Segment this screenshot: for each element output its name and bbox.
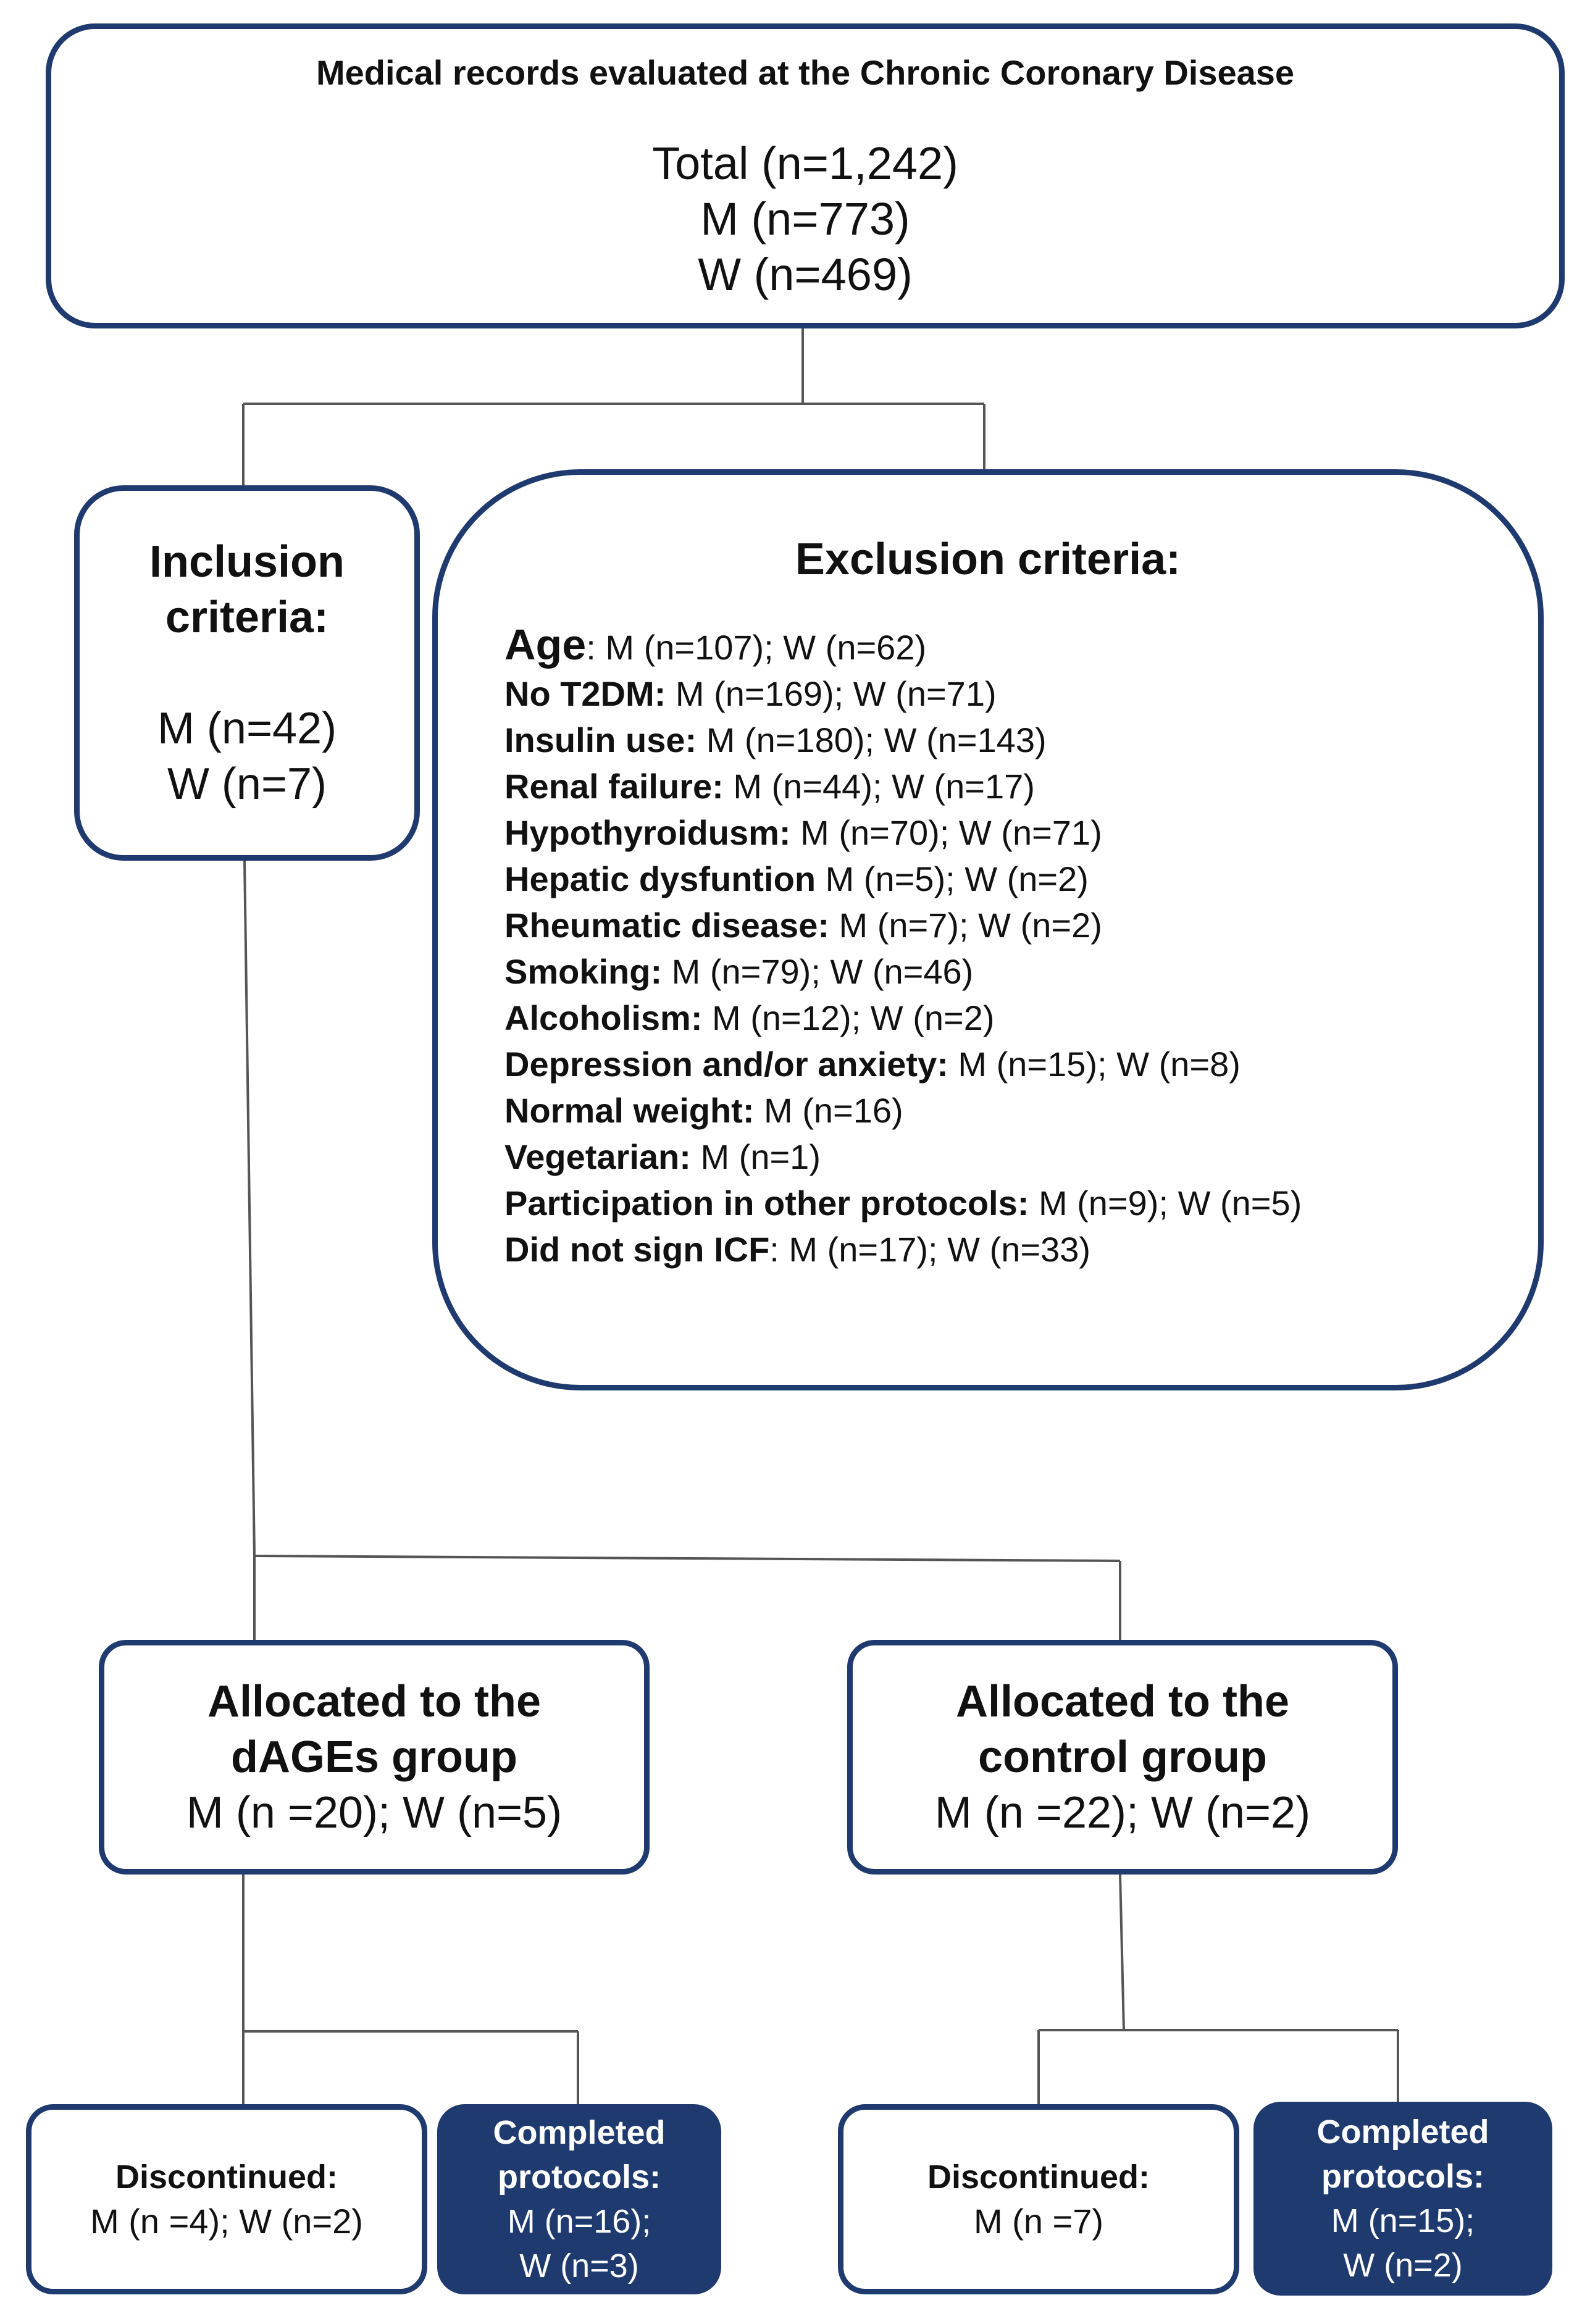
exclusion-item-value: M (n=16) (754, 1091, 903, 1130)
exclusion-item: Insulin use: M (n=180); W (n=143) (504, 717, 1047, 763)
exclusion-item-label: Normal weight: (504, 1091, 755, 1130)
exclusion-item-label: Insulin use: (504, 721, 697, 759)
dages-discontinued-count: M (n =4); W (n=2) (90, 2202, 363, 2241)
exclusion-item-value: M (n=44); W (n=17) (723, 767, 1035, 806)
exclusion-item-label: Did not sign ICF (504, 1230, 770, 1269)
exclusion-item-value: : M (n=107); W (n=62) (586, 628, 927, 667)
dages-title-line-1: Allocated to the (207, 1677, 542, 1726)
exclusion-item-label: Hypothyroidusm: (504, 813, 791, 852)
exclusion-item: Renal failure: M (n=44); W (n=17) (504, 763, 1035, 809)
exclusion-item: Vegetarian: M (n=1) (504, 1134, 821, 1180)
records-total: Total (n=1,242) (652, 138, 958, 189)
exclusion-item-value: M (n=15); W (n=8) (948, 1045, 1241, 1084)
control-discontinued-box: Discontinued: M (n =7) (838, 2104, 1239, 2294)
dages-discontinued-title: Discontinued: (115, 2159, 338, 2196)
dages-completed-men: M (n=16); (507, 2203, 651, 2240)
control-completed-men: M (n=15); (1331, 2202, 1475, 2239)
exclusion-item: Hepatic dysfuntion M (n=5); W (n=2) (504, 856, 1089, 902)
dages-completed-title-line-1: Completed (493, 2114, 666, 2151)
exclusion-item-value: M (n=79); W (n=46) (662, 952, 974, 991)
exclusion-item-label: Alcoholism: (504, 998, 703, 1037)
exclusion-item-label: Hepatic dysfuntion (504, 859, 816, 898)
exclusion-box: Exclusion criteria: Age: M (n=107); W (n… (432, 469, 1544, 1390)
dages-completed-box: Completed protocols: M (n=16); W (n=3) (437, 2104, 721, 2294)
control-completed-women: W (n=2) (1343, 2247, 1463, 2284)
inclusion-title-line-2: criteria: (165, 593, 329, 642)
exclusion-item-value: : M (n=17); W (n=33) (769, 1230, 1091, 1269)
inclusion-box: Inclusion criteria: M (n=42) W (n=7) (74, 485, 420, 861)
control-completed-title-line-1: Completed (1316, 2113, 1489, 2151)
exclusion-item-value: M (n=7); W (n=2) (829, 906, 1102, 945)
control-group-box: Allocated to the control group M (n =22)… (847, 1640, 1398, 1875)
exclusion-item-label: Age (504, 621, 587, 669)
exclusion-item-label: Participation in other protocols: (504, 1184, 1029, 1223)
control-completed-box: Completed protocols: M (n=15); W (n=2) (1253, 2102, 1552, 2296)
exclusion-item-label: Rheumatic disease: (504, 906, 829, 945)
dages-discontinued-box: Discontinued: M (n =4); W (n=2) (26, 2104, 427, 2294)
exclusion-item: Alcoholism: M (n=12); W (n=2) (504, 995, 995, 1041)
exclusion-item: Participation in other protocols: M (n=9… (504, 1180, 1302, 1226)
exclusion-item-value: M (n=1) (690, 1137, 821, 1176)
control-discontinued-count: M (n =7) (973, 2202, 1104, 2241)
exclusion-item-label: Renal failure: (504, 767, 724, 806)
dages-title-line-2: dAGEs group (231, 1733, 517, 1782)
inclusion-men: M (n=42) (157, 704, 337, 753)
exclusion-item: Hypothyroidusm: M (n=70); W (n=71) (504, 809, 1102, 856)
dages-completed-women: W (n=3) (519, 2247, 639, 2284)
exclusion-item: No T2DM: M (n=169); W (n=71) (504, 671, 997, 717)
records-men: M (n=773) (700, 193, 910, 245)
control-count: M (n =22); W (n=2) (934, 1788, 1311, 1837)
dages-count: M (n =20); W (n=5) (186, 1788, 563, 1837)
inclusion-title-line-1: Inclusion (149, 537, 345, 587)
control-discontinued-title: Discontinued: (927, 2159, 1150, 2196)
exclusion-item-value: M (n=180); W (n=143) (697, 721, 1047, 759)
exclusion-item-value: M (n=5); W (n=2) (816, 859, 1089, 898)
exclusion-item-label: Vegetarian: (504, 1137, 691, 1176)
exclusion-item: Depression and/or anxiety: M (n=15); W (… (504, 1041, 1241, 1087)
records-women: W (n=469) (698, 249, 913, 300)
exclusion-item-label: Depression and/or anxiety: (504, 1045, 948, 1084)
control-title-line-1: Allocated to the (955, 1677, 1290, 1726)
exclusion-item-value: M (n=12); W (n=2) (702, 998, 995, 1037)
records-box: Medical records evaluated at the Chronic… (46, 23, 1565, 328)
exclusion-item-label: No T2DM: (504, 674, 666, 713)
exclusion-item: Normal weight: M (n=16) (504, 1087, 903, 1134)
exclusion-item-label: Smoking: (504, 952, 663, 991)
exclusion-item-value: M (n=169); W (n=71) (666, 674, 997, 713)
exclusion-item: Rheumatic disease: M (n=7); W (n=2) (504, 902, 1102, 948)
records-title: Medical records evaluated at the Chronic… (316, 53, 1295, 92)
dages-completed-title-line-2: protocols: (498, 2159, 661, 2196)
exclusion-item-value: M (n=9); W (n=5) (1029, 1184, 1302, 1223)
exclusion-item: Did not sign ICF: M (n=17); W (n=33) (504, 1226, 1090, 1273)
exclusion-item: Age: M (n=107); W (n=62) (504, 622, 926, 671)
control-completed-title-line-2: protocols: (1321, 2158, 1484, 2195)
dages-group-box: Allocated to the dAGEs group M (n =20); … (99, 1640, 650, 1875)
exclusion-item-value: M (n=70); W (n=71) (790, 813, 1102, 852)
control-title-line-2: control group (978, 1733, 1267, 1782)
exclusion-title: Exclusion criteria: (795, 535, 1181, 584)
inclusion-women: W (n=7) (167, 759, 327, 809)
exclusion-item: Smoking: M (n=79); W (n=46) (504, 948, 973, 995)
